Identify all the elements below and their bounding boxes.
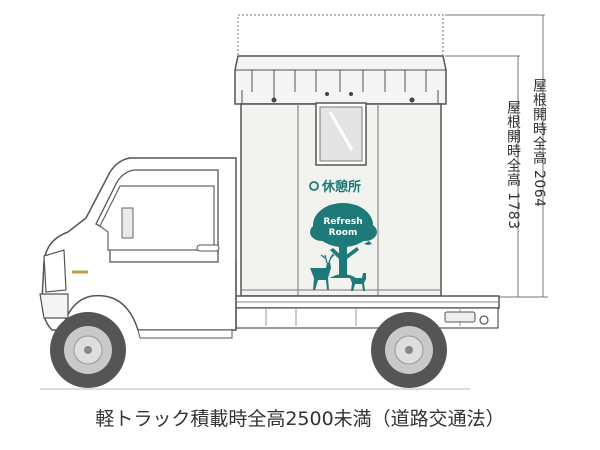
bird-icon	[364, 241, 372, 245]
refresh-line-1: Refresh	[323, 217, 362, 227]
fawn-icon	[350, 273, 366, 291]
truck-cab	[39, 157, 237, 339]
truck-bed	[234, 295, 500, 329]
roof-open-height-label-2064: 屋根開時全高 2064	[531, 78, 547, 208]
rest-area-sign: 休憩所	[309, 179, 361, 195]
rest-area-ring-icon	[309, 181, 319, 191]
refresh-room-tree-logo: Refresh Room	[310, 203, 377, 291]
deer-icon	[310, 253, 335, 290]
caption: 軽トラック積載時全高2500未満（道路交通法）	[95, 408, 505, 430]
front-wheel	[50, 312, 126, 388]
rest-area-label: 休憩所	[321, 179, 361, 195]
roof-canopy	[234, 55, 447, 105]
cabin-window	[315, 102, 367, 166]
rear-wheel	[371, 312, 447, 388]
roof-open-height-label-1783: 屋根開時全高 1783	[505, 100, 521, 230]
open-roof-outline	[237, 14, 444, 59]
refresh-line-2: Room	[329, 228, 358, 238]
